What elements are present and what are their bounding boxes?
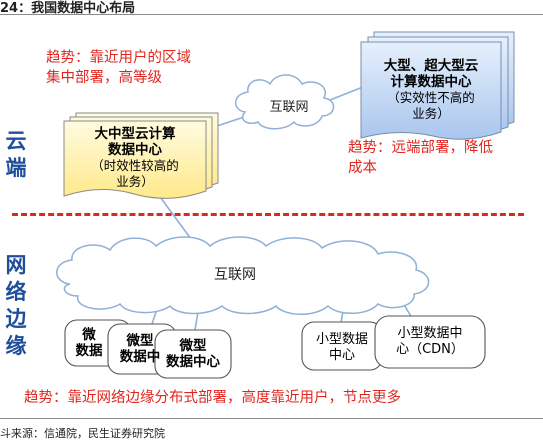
huge-dc-title-line-2: 计算数据中心: [390, 74, 472, 90]
small-cdn-box: [374, 315, 486, 369]
huge-dc-label: 大型、超大型云 计算数据中心 （实效性不高的 业务）: [361, 58, 501, 122]
bottom-divider: [0, 418, 543, 419]
cloud-shape-bottom: [56, 236, 430, 315]
huge-dc-desc-line-1: （实效性不高的: [387, 90, 475, 105]
cloud-label-top: 互联网: [269, 100, 309, 115]
large-dc-title-line-1: 大中型云计算: [94, 126, 176, 142]
huge-dc-title-line-1: 大型、超大型云: [383, 58, 479, 74]
trend-note-cloud-near: 趋势：靠近用户的区域 集中部署，高等级: [46, 50, 191, 86]
cloud-label-bottom: 互联网: [214, 267, 256, 283]
micro-dc-2-label: 微型 数据中: [119, 333, 161, 365]
micro-dc-1-label: 微 数据: [75, 327, 103, 359]
micro-dc-box-3: [154, 329, 232, 379]
micro-dc-3-label: 微型 数据中心: [166, 338, 220, 370]
figure-title: 24：我国数据中心布局: [0, 1, 136, 16]
small-dc-label: 小型数据 中心: [315, 332, 368, 363]
large-dc-title-line-2: 数据中心: [108, 142, 162, 158]
cloud-shape-top: [234, 74, 335, 130]
large-dc-document-stack: [63, 112, 219, 199]
large-dc-label: 大中型云计算 数据中心 （时效性较高的 业务）: [64, 126, 206, 190]
huge-dc-document-stack: [360, 31, 515, 140]
large-dc-desc-line-1: （时效性较高的: [91, 158, 179, 173]
layer-label-cloud: 云 端: [5, 129, 27, 180]
layer-separator-dashed: [12, 213, 524, 216]
layer-label-edge: 网 络 边 缘: [5, 253, 27, 358]
small-cdn-label: 小型数据中 心（CDN）: [396, 326, 464, 357]
top-divider: [0, 14, 543, 15]
trend-note-edge: 趋势：靠近网络边缘分布式部署，高度靠近用户，节点更多: [24, 390, 401, 406]
large-dc-desc-line-2: 业务）: [116, 174, 154, 189]
huge-dc-desc-line-2: 业务）: [412, 106, 450, 121]
trend-note-cloud-far: 趋势：远端部署，降低 成本: [348, 140, 493, 176]
source-note: 斗来源：信通院，民生证券研究院: [0, 427, 165, 440]
